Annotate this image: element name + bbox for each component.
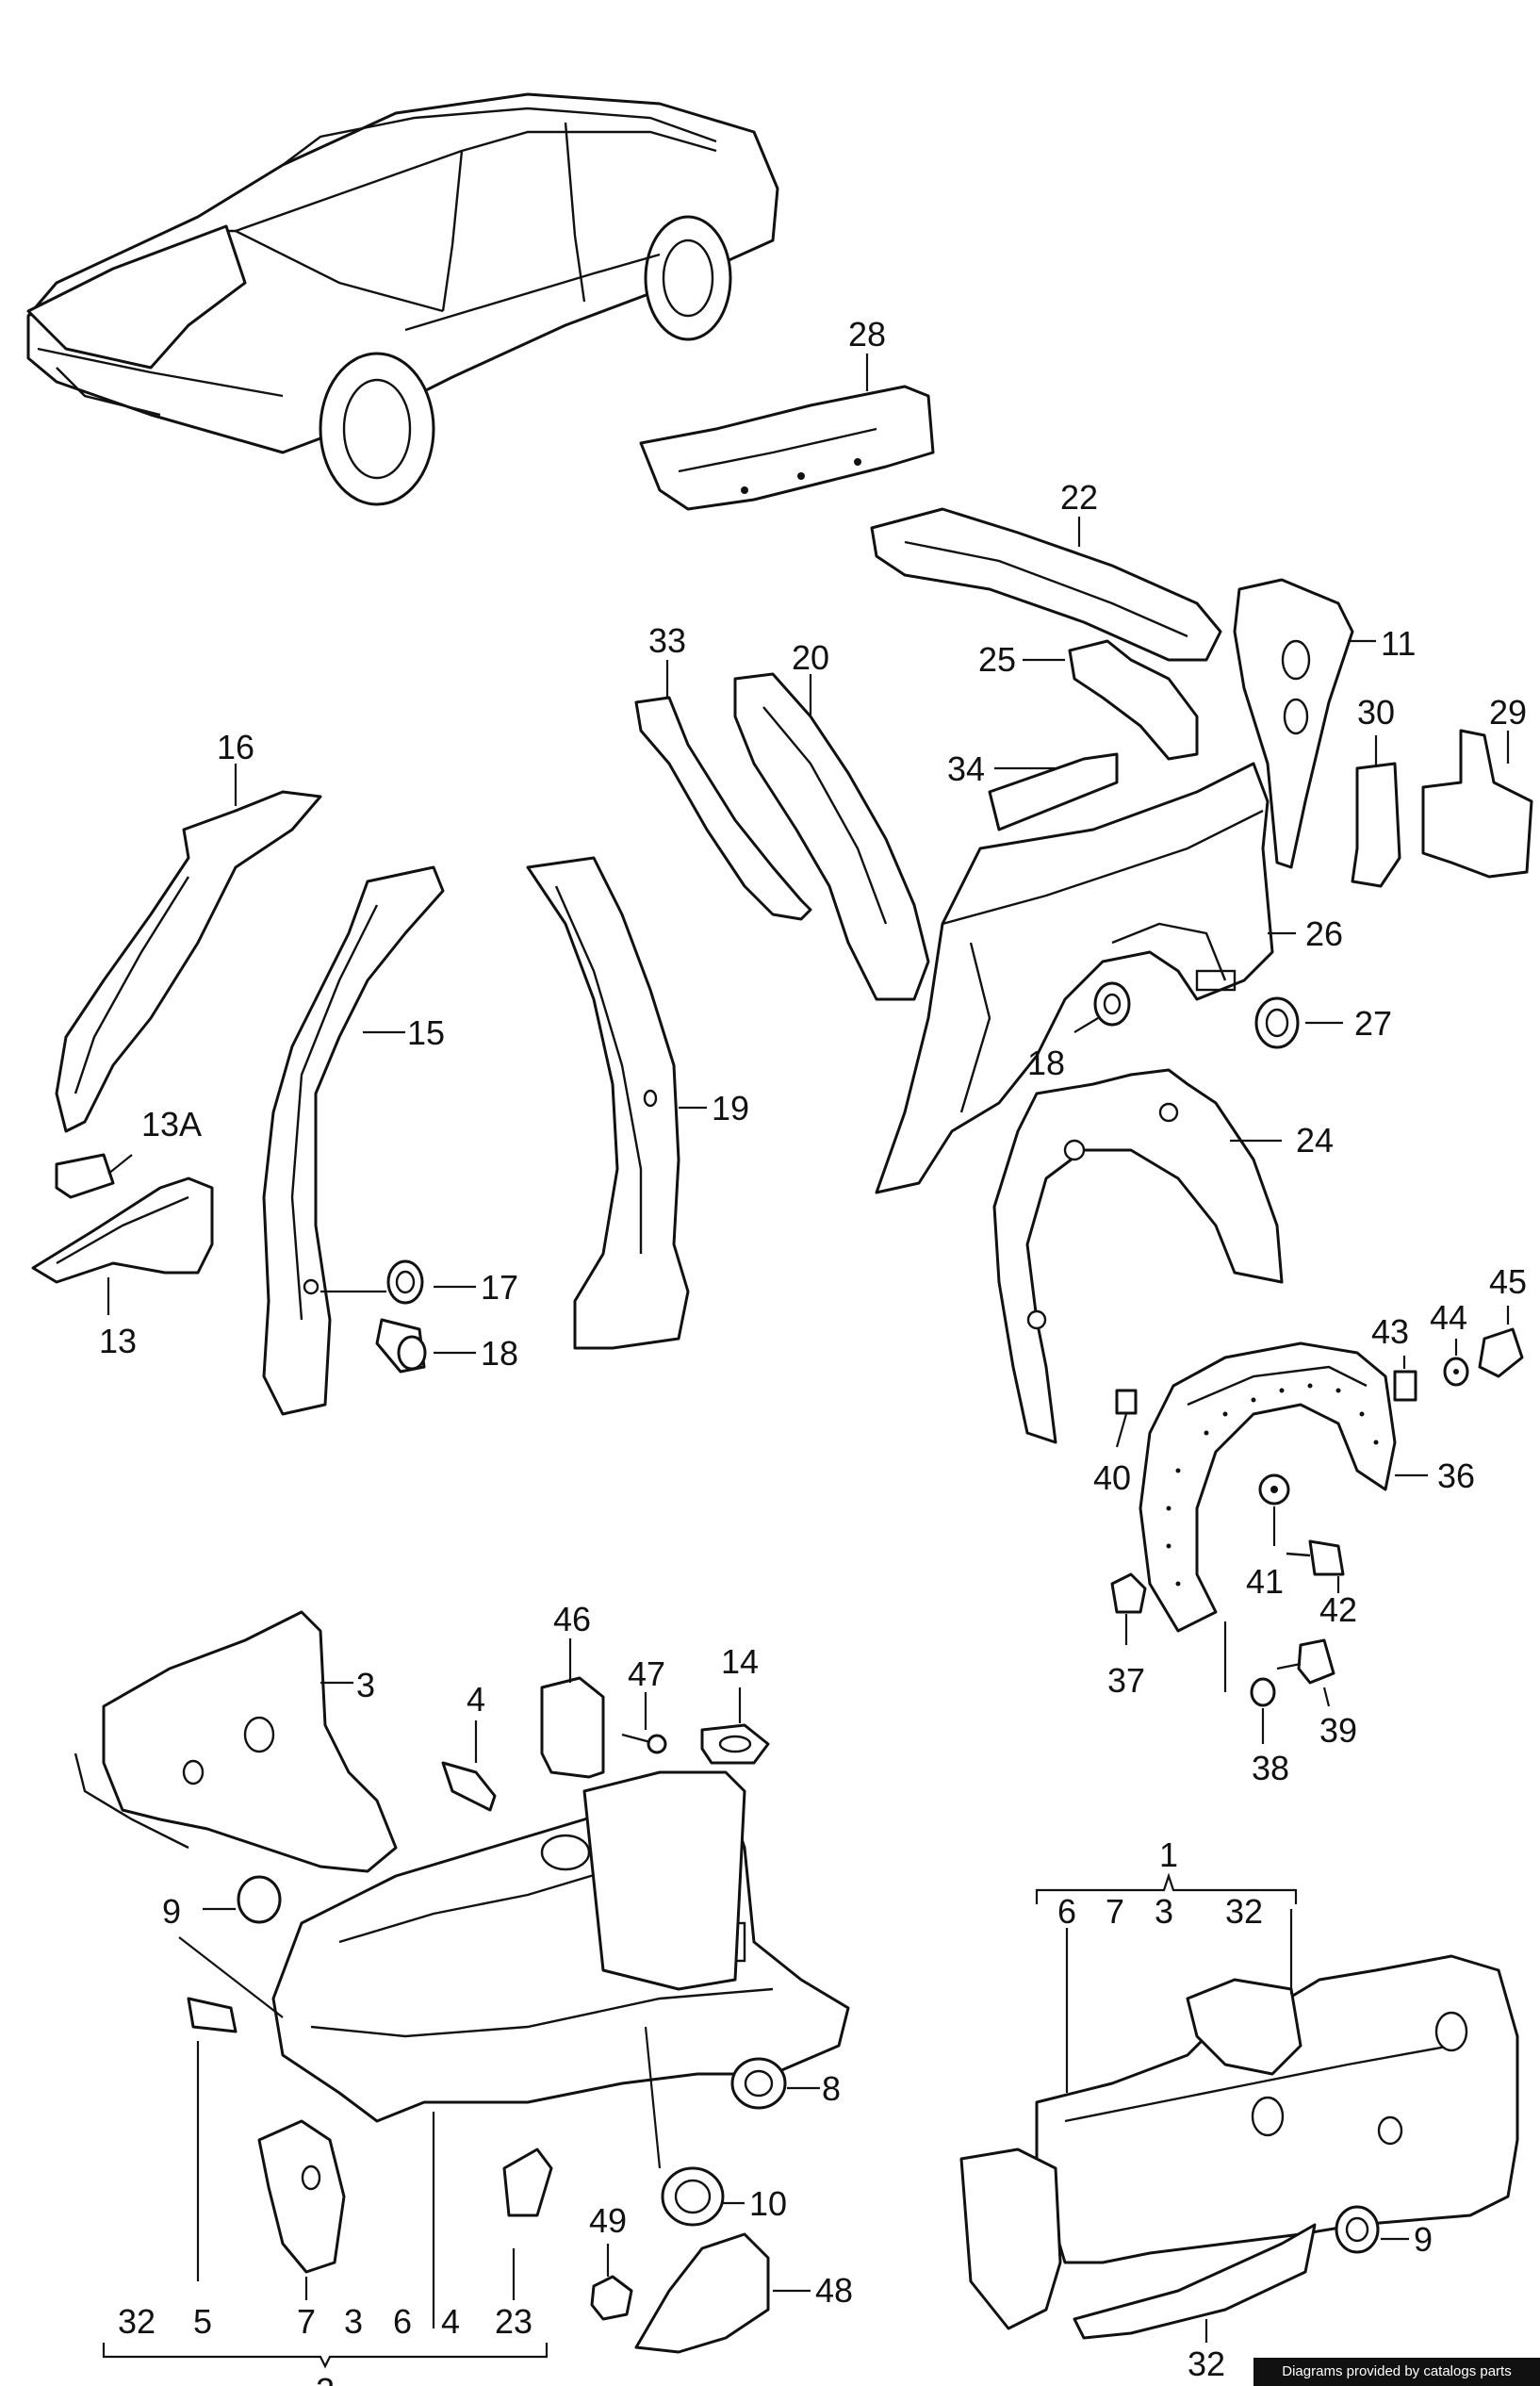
label-44: 44: [1430, 1298, 1467, 1337]
label-34: 34: [947, 749, 985, 788]
label-15: 15: [407, 1013, 445, 1052]
catalog-credit-badge: Diagrams provided by catalogs parts: [1253, 2358, 1540, 2386]
label-27: 27: [1354, 1004, 1392, 1043]
label-5: 5: [193, 2302, 212, 2341]
label-13a: 13A: [141, 1105, 202, 1144]
label-10: 10: [749, 2184, 787, 2223]
label-46: 46: [553, 1600, 591, 1638]
front-frame-assembly: [271, 1770, 850, 2328]
part-3-wheel-arch: [74, 1610, 398, 1873]
label-3: 3: [344, 2302, 363, 2341]
part-19-pillar: [526, 856, 707, 1350]
label-47: 47: [628, 1654, 665, 1693]
label-38: 38: [1252, 1749, 1289, 1787]
part-7-bracket: [257, 2119, 346, 2300]
label-40: 40: [1093, 1458, 1131, 1497]
part-23-bracket: [502, 2147, 553, 2300]
label-30: 30: [1357, 693, 1395, 732]
part-33-pillar-reinforcement: [634, 660, 812, 921]
part-16-pillar: [55, 764, 322, 1133]
fasteners-liner-group: [1110, 1306, 1524, 1744]
label-4: 4: [467, 1680, 485, 1719]
label-32: 32: [1225, 1892, 1263, 1931]
label-6: 6: [1057, 1892, 1076, 1931]
label-6: 6: [393, 2302, 412, 2341]
part-18-plug-upper: [1073, 981, 1131, 1033]
car-overview-illustration: [26, 92, 779, 506]
label-41: 41: [1246, 1562, 1284, 1601]
part-26-quarter-panel: [875, 762, 1296, 1194]
label-19: 19: [712, 1089, 749, 1127]
assembly-1-front-section: [959, 1872, 1519, 2340]
label-7: 7: [297, 2302, 316, 2341]
label-49: 49: [589, 2201, 627, 2240]
part-46-bracket: [540, 1638, 605, 1779]
part-15-pillar: [262, 865, 445, 1416]
label-32: 32: [118, 2302, 156, 2341]
label-11: 11: [1381, 624, 1416, 663]
label-18: 18: [1027, 1044, 1065, 1082]
label-3: 3: [1155, 1892, 1173, 1931]
part-29-bracket: [1421, 729, 1533, 879]
label-37: 37: [1107, 1661, 1145, 1700]
label-33: 33: [648, 621, 686, 660]
label-45: 45: [1489, 1262, 1527, 1301]
part-8-grommet: [730, 2057, 820, 2110]
label-26: 26: [1305, 914, 1343, 953]
callout-labels: 1 2 3 3 3 4 4 5 6 6 7 7 8 9 9 10 11 13 1…: [99, 315, 1527, 2386]
label-16: 16: [217, 728, 254, 766]
label-1: 1: [1159, 1835, 1178, 1874]
part-5-fastener: [187, 1997, 238, 2281]
part-36-wheelhouse-liner: [1139, 1341, 1428, 1633]
label-17: 17: [481, 1268, 518, 1307]
group-2-bracket: [102, 2343, 549, 2369]
label-39: 39: [1319, 1711, 1357, 1750]
part-11-panel: [1233, 578, 1376, 869]
label-9: 9: [162, 1892, 181, 1931]
part-47-bolt: [621, 1692, 667, 1754]
part-28-rail: [639, 354, 935, 511]
label-14: 14: [721, 1642, 759, 1681]
part-13-bracket: [31, 1177, 214, 1315]
label-36: 36: [1437, 1456, 1475, 1495]
part-9-grommet-right: [1335, 2205, 1409, 2254]
part-13a-plug: [55, 1153, 133, 1199]
part-48-bracket: [634, 2232, 811, 2354]
label-8: 8: [822, 2069, 841, 2108]
label-24: 24: [1296, 1121, 1334, 1160]
label-9: 9: [1414, 2220, 1433, 2259]
part-9-grommet-left: [178, 1875, 284, 2018]
part-27-grommet: [1254, 996, 1343, 1049]
label-42: 42: [1319, 1590, 1357, 1629]
label-20: 20: [792, 638, 829, 677]
label-2: 2: [316, 2371, 335, 2386]
parts-17-18-grommets: [320, 1259, 476, 1374]
part-22-rail: [870, 507, 1222, 662]
part-49-nut: [590, 2244, 633, 2321]
label-18: 18: [481, 1334, 518, 1373]
label-7: 7: [1106, 1892, 1124, 1931]
label-22: 22: [1060, 478, 1098, 517]
label-32: 32: [1188, 2345, 1225, 2383]
part-4-bolt: [441, 1720, 497, 1812]
label-29: 29: [1489, 693, 1527, 732]
label-28: 28: [848, 315, 886, 354]
label-43: 43: [1371, 1312, 1409, 1351]
part-24-wheelhouse: [992, 1068, 1284, 1444]
label-3: 3: [356, 1666, 375, 1704]
label-23: 23: [495, 2302, 532, 2341]
label-4: 4: [441, 2302, 460, 2341]
part-25-bracket: [1023, 639, 1199, 761]
label-13: 13: [99, 1322, 137, 1360]
part-20-pillar: [733, 672, 930, 1001]
part-10-grommet: [644, 2026, 745, 2227]
part-34-reinforcement: [988, 752, 1119, 831]
label-48: 48: [815, 2271, 853, 2310]
label-25: 25: [978, 640, 1016, 679]
part-30-bracket: [1351, 735, 1401, 888]
part-14-grommet: [700, 1687, 770, 1765]
